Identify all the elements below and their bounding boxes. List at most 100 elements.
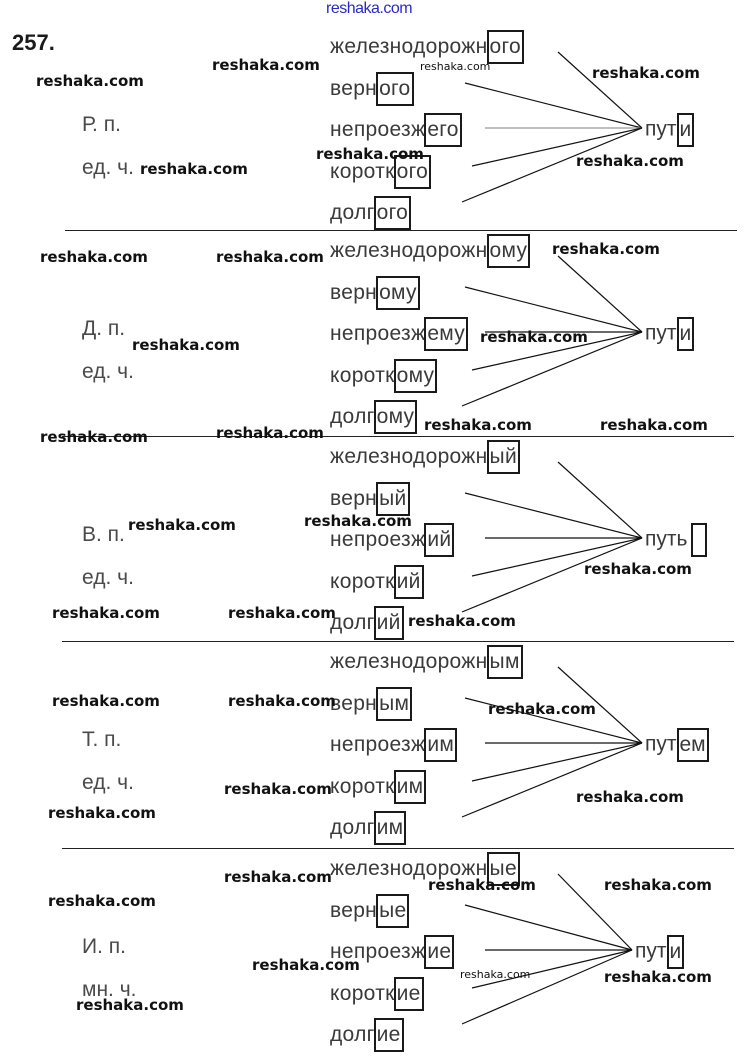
adjective-stem: коротк xyxy=(330,363,395,387)
case-label: Т. п. xyxy=(82,728,122,751)
adjective-ending-box: ый xyxy=(376,481,410,516)
adjective-stem: железнодорожн xyxy=(330,857,488,880)
adjective-word: короткого xyxy=(330,154,432,189)
watermark-text: reshaka.com xyxy=(36,72,144,90)
adjective-stem: непроезж xyxy=(330,322,426,345)
adjective-word: верным xyxy=(330,686,413,721)
adjective-ending-box: ого xyxy=(373,196,412,230)
adjective-word: долгого xyxy=(330,196,412,230)
case-label: В. п. xyxy=(82,523,125,546)
watermark-text: reshaka.com xyxy=(228,604,336,622)
watermark-text: reshaka.com xyxy=(212,56,320,74)
adjective-word: короткие xyxy=(330,976,424,1011)
connector-line xyxy=(464,82,643,129)
connector-line xyxy=(471,742,643,782)
adjective-stem: железнодорожн xyxy=(330,650,488,673)
adjective-stem: долг xyxy=(330,405,375,428)
watermark-text: reshaka.com xyxy=(408,612,516,630)
adjective-stem: верн xyxy=(330,280,378,304)
adjective-stem: коротк xyxy=(330,774,395,798)
adjective-stem: верн xyxy=(330,898,378,922)
adjective-ending-box: ого xyxy=(393,154,432,189)
watermark-text: reshaka.com xyxy=(140,160,248,178)
number-label: ед. ч. xyxy=(82,360,134,383)
adjective-ending-box: им xyxy=(373,811,407,845)
watermark-text: reshaka.com xyxy=(552,240,660,258)
adjective-word: железнодорожные xyxy=(330,852,520,886)
adjective-word: непроезжему xyxy=(330,317,469,351)
watermark-text: reshaka.com xyxy=(252,956,360,974)
adjective-word: короткий xyxy=(330,564,424,599)
connector-line xyxy=(557,255,643,333)
adjective-stem: непроезж xyxy=(330,733,426,756)
adjective-ending-box: ые xyxy=(376,893,410,928)
adjective-stem: долг xyxy=(330,1023,375,1046)
noun-stem: пут xyxy=(645,732,677,756)
adjective-stem: коротк xyxy=(330,569,395,593)
adjective-word: верный xyxy=(330,481,410,516)
noun-stem: пут xyxy=(645,321,677,345)
watermark-text: reshaka.com xyxy=(604,968,712,986)
noun-ending-box: и xyxy=(676,317,695,351)
section-divider xyxy=(62,436,734,437)
adjective-ending-box: ие xyxy=(393,976,424,1011)
watermark-text: reshaka.com xyxy=(304,512,412,530)
connector-line xyxy=(464,904,633,951)
section-divider xyxy=(62,641,734,642)
adjective-ending-box: ому xyxy=(376,275,420,310)
adjective-word: железнодорожный xyxy=(330,440,520,474)
adjective-stem: железнодорожн xyxy=(330,445,488,468)
case-label: Д. п. xyxy=(82,317,126,340)
adjective-ending-box: ому xyxy=(373,400,418,434)
watermark-text: reshaka.com xyxy=(216,248,324,266)
watermark-text: reshaka.com xyxy=(224,780,332,798)
connector-line xyxy=(461,949,633,1025)
site-header-link[interactable]: reshaka.com xyxy=(326,0,413,17)
watermark-text: reshaka.com xyxy=(316,145,424,163)
adjective-word: долгие xyxy=(330,1018,404,1052)
adjective-ending-box: ые xyxy=(486,852,520,886)
noun-ending-box: и xyxy=(676,113,695,147)
adjective-word: долгий xyxy=(330,606,404,640)
section-divider xyxy=(62,848,734,849)
adjective-word: непроезжим xyxy=(330,728,458,762)
adjective-ending-box: им xyxy=(393,769,427,804)
connector-line xyxy=(557,461,643,539)
adjective-word: долгим xyxy=(330,811,407,845)
adjective-word: верного xyxy=(330,71,414,106)
watermark-text: reshaka.com xyxy=(480,328,588,346)
adjective-ending-box: ие xyxy=(373,1018,404,1052)
adjective-ending-box: ый xyxy=(486,440,520,474)
number-label: ед. ч. xyxy=(82,566,134,589)
exercise-number: 257. xyxy=(12,30,55,55)
watermark-text: reshaka.com xyxy=(228,692,336,710)
watermark-text: reshaka.com xyxy=(576,152,684,170)
noun-stem: путь xyxy=(645,527,688,551)
adjective-ending-box: ий xyxy=(424,523,455,557)
watermark-text: reshaka.com xyxy=(48,804,156,822)
adjective-word: железнодорожного xyxy=(330,30,525,64)
number-label: ед. ч. xyxy=(82,156,134,179)
watermark-text: reshaka.com xyxy=(40,428,148,446)
section-divider xyxy=(65,230,737,231)
adjective-stem: железнодорожн xyxy=(330,35,488,58)
adjective-word: железнодорожным xyxy=(330,645,523,679)
adjective-word: долгому xyxy=(330,400,418,434)
watermark-text: reshaka.com xyxy=(216,424,324,442)
adjective-ending-box: им xyxy=(424,728,458,762)
adjective-ending-box: ому xyxy=(486,234,531,268)
watermark-text: reshaka.com xyxy=(52,604,160,622)
adjective-stem: верн xyxy=(330,691,378,715)
watermark-text: reshaka.com xyxy=(40,248,148,266)
noun-ending-box: и xyxy=(666,935,685,969)
adjective-stem: коротк xyxy=(330,981,395,1005)
adjective-stem: непроезж xyxy=(330,528,426,551)
connector-line xyxy=(464,492,643,539)
adjective-stem: долг xyxy=(330,816,375,839)
adjective-word: непроезжие xyxy=(330,935,455,969)
watermark-text: reshaka.com xyxy=(428,876,536,894)
watermark-text: reshaka.com xyxy=(224,868,332,886)
case-label: Р. п. xyxy=(82,113,121,136)
